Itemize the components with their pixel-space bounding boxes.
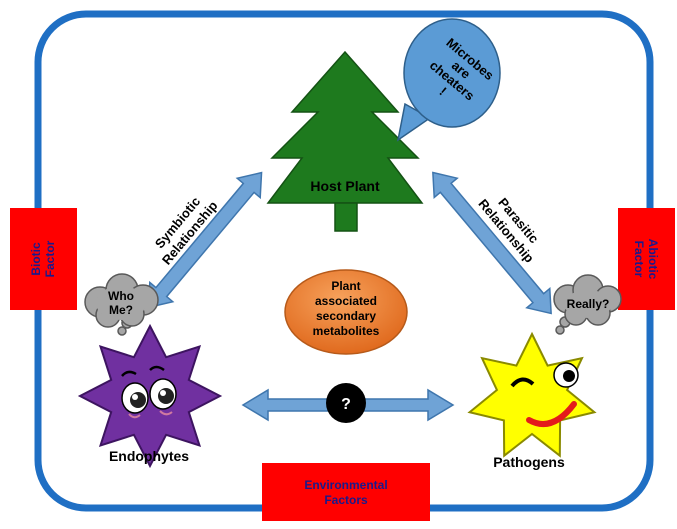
metabolites-ellipse <box>284 269 408 355</box>
plant-speech-bubble: Microbes are cheaters ! <box>396 18 501 142</box>
abiotic-factor-line-2: Factor <box>632 241 646 278</box>
unknown-interaction-circle <box>326 383 366 423</box>
pathogens-label: Pathogens <box>493 454 565 470</box>
abiotic-factor-box <box>618 208 675 310</box>
endophytes-thought-line-2: Me? <box>109 303 133 317</box>
metabolites-line-1: Plant <box>331 279 360 293</box>
host-plant-label: Host Plant <box>310 178 380 194</box>
endophytes-label: Endophytes <box>109 448 189 464</box>
biotic-factor-line-1: Biotic <box>29 242 43 276</box>
metabolites-line-3: secondary <box>316 309 376 323</box>
pathogen-star-icon <box>467 331 597 458</box>
environmental-factors-line-1: Environmental <box>304 478 387 492</box>
metabolites-line-2: associated <box>315 294 377 308</box>
unknown-interaction-label: ? <box>341 396 351 413</box>
biotic-factor-line-2: Factor <box>43 240 57 277</box>
endophyte-star-icon <box>77 323 223 469</box>
symbiotic-arrow <box>147 171 263 309</box>
host-plant-tree-icon <box>266 50 424 232</box>
pathogens-thought-text: Really? <box>567 297 610 311</box>
environmental-factors-box <box>262 463 430 521</box>
abiotic-factor-line-1: Abiotic <box>646 239 660 280</box>
parasitic-arrow <box>432 171 552 315</box>
environmental-factors-line-2: Factors <box>324 493 368 507</box>
metabolites-line-4: metabolites <box>313 324 380 338</box>
biotic-factor-box <box>10 208 77 310</box>
endophytes-thought-line-1: Who <box>108 289 134 303</box>
